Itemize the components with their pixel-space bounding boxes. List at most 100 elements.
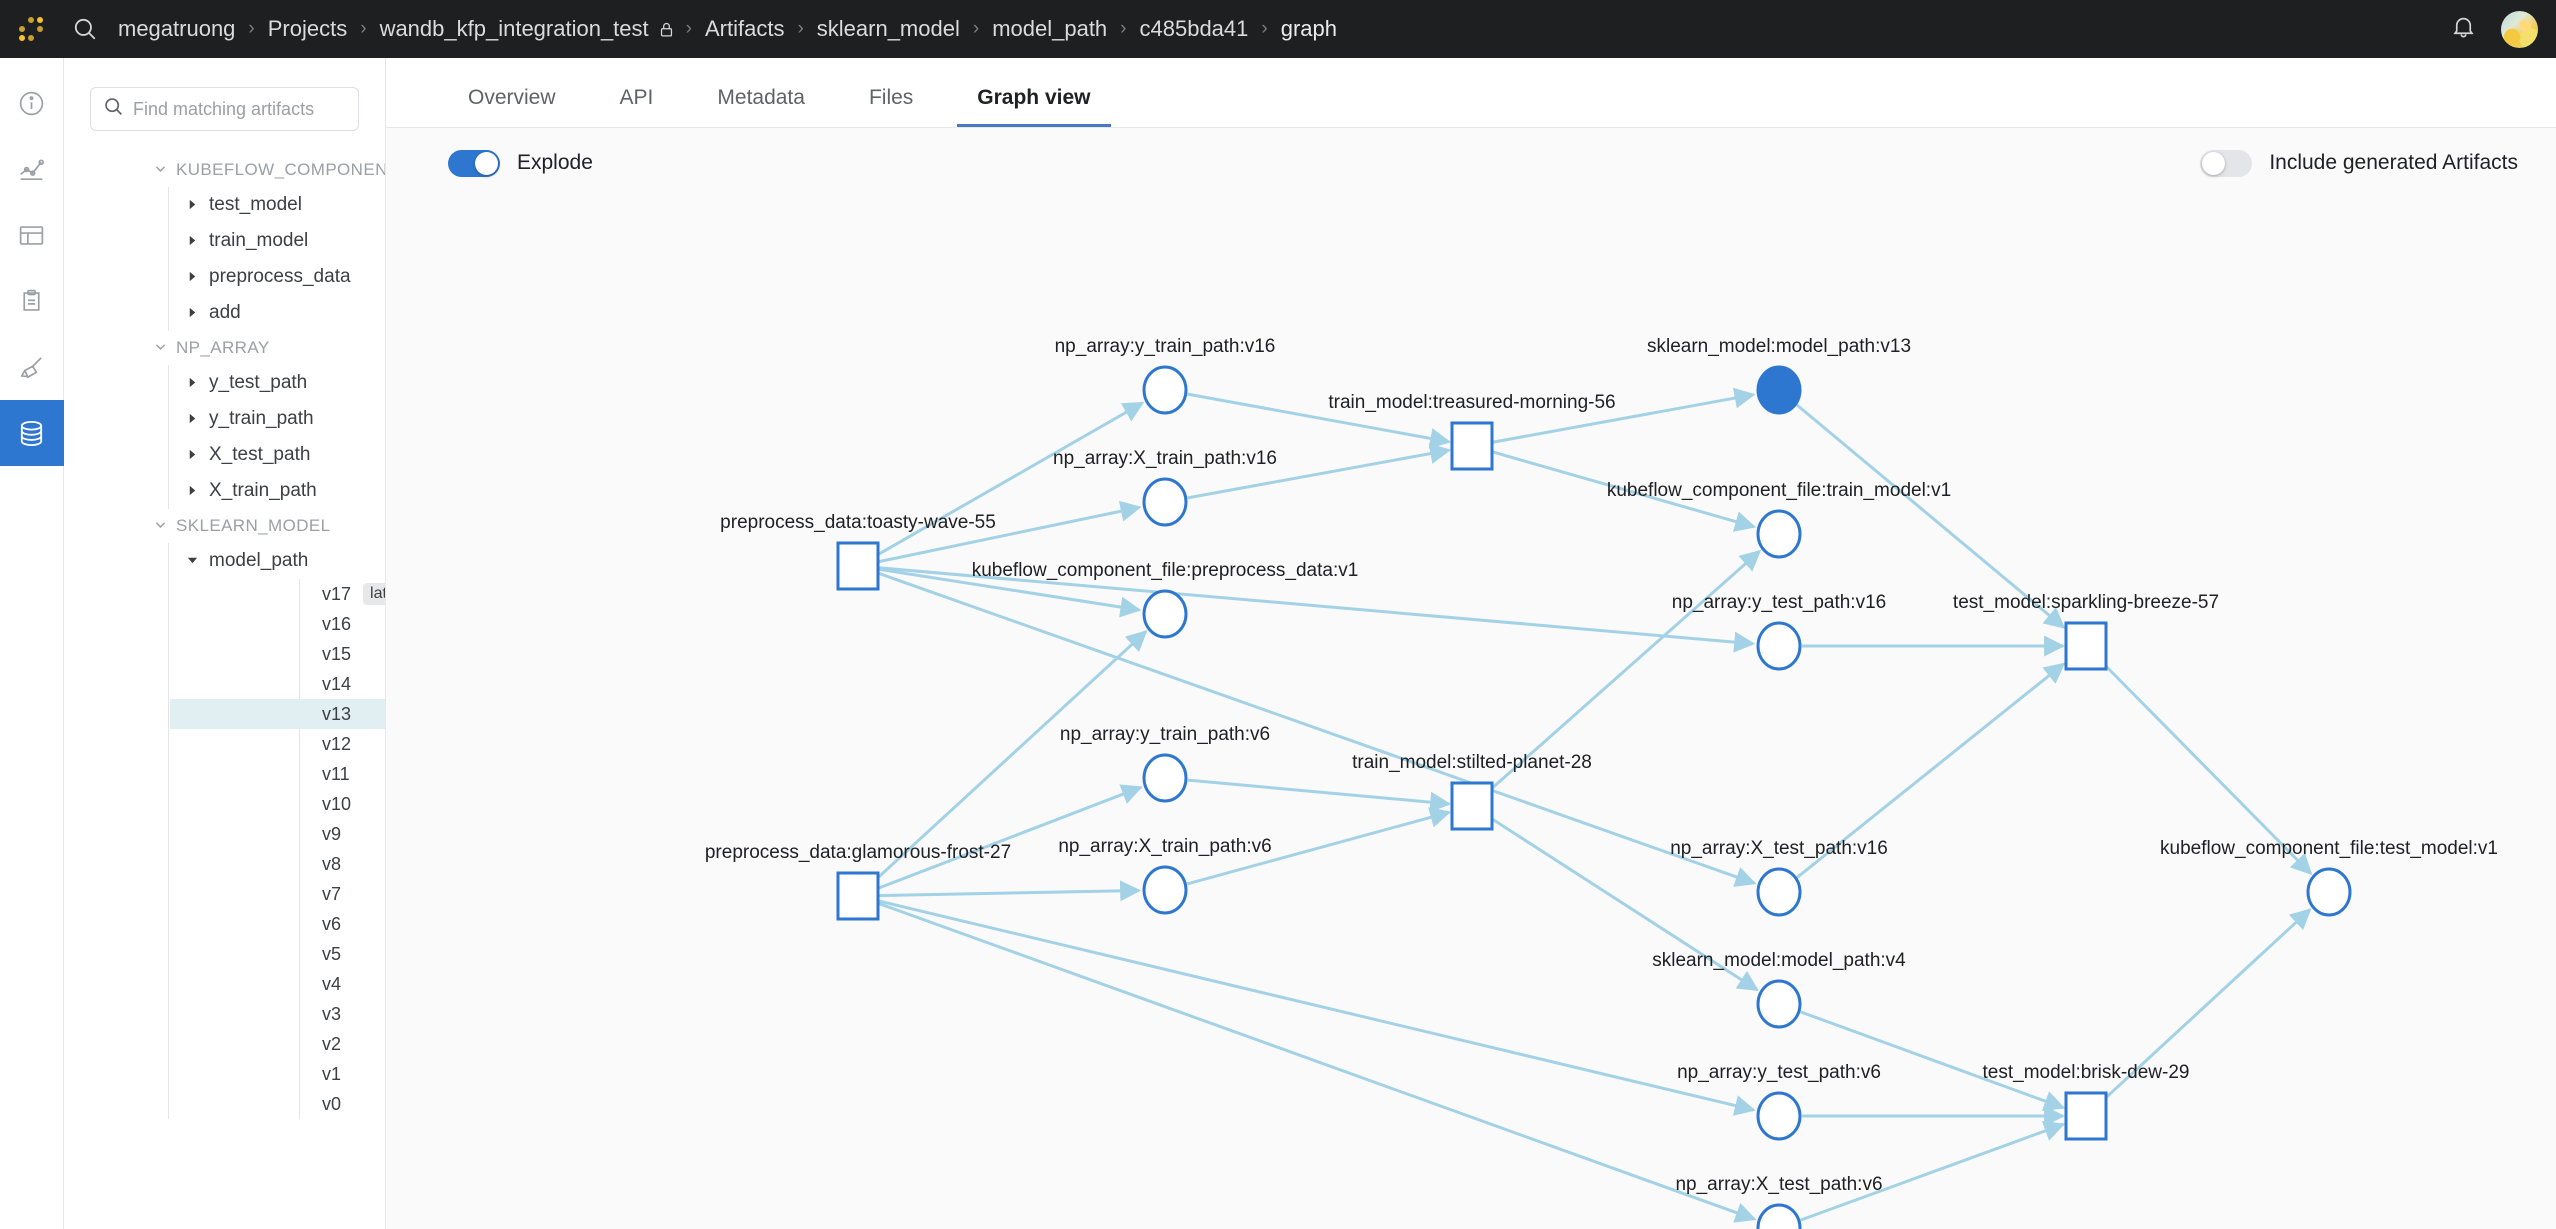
graph-node-xtr6[interactable] — [1142, 865, 1188, 915]
graph-node-label-sm4: sklearn_model:model_path:v4 — [1652, 950, 1906, 971]
graph-node-sm13[interactable] — [1756, 365, 1802, 415]
breadcrumb-item-artifacts[interactable]: Artifacts — [704, 16, 785, 41]
graph-node-kcfpp[interactable] — [1142, 589, 1188, 639]
search-icon[interactable] — [70, 14, 100, 44]
chevron-down-icon — [154, 516, 167, 536]
caret-right-icon[interactable] — [187, 230, 197, 252]
reports-clipboard-icon[interactable] — [0, 268, 64, 334]
caret-right-icon[interactable] — [187, 194, 197, 216]
graph-node-ytr16[interactable] — [1142, 365, 1188, 415]
sweeps-broom-icon[interactable] — [0, 334, 64, 400]
graph-node-sm4[interactable] — [1756, 979, 1802, 1029]
caret-right-icon[interactable] — [187, 302, 197, 324]
graph-node-label-pp27: preprocess_data:glamorous-frost-27 — [704, 842, 1012, 863]
lock-icon — [658, 21, 675, 38]
caret-right-icon[interactable] — [187, 372, 197, 394]
version-item-v14[interactable]: v14 — [300, 669, 385, 699]
breadcrumb-item-c485bda41[interactable]: c485bda41 — [1139, 16, 1249, 41]
tree-item-preprocess_data[interactable]: preprocess_data — [169, 259, 385, 295]
tree-item-y_train_path[interactable]: y_train_path — [169, 401, 385, 437]
graph-node-pp55[interactable] — [836, 541, 880, 591]
graph-node-tm28[interactable] — [1450, 781, 1494, 831]
version-item-v5[interactable]: v5 — [300, 939, 385, 969]
version-item-v4[interactable]: v4 — [300, 969, 385, 999]
breadcrumb-item-wandb-kfp-integration-test[interactable]: wandb_kfp_integration_test — [379, 16, 649, 41]
tree-item-test_model[interactable]: test_model — [169, 187, 385, 223]
include-generated-label: Include generated Artifacts — [2269, 151, 2518, 174]
version-label: v17 — [322, 583, 352, 604]
search-input[interactable] — [133, 98, 346, 120]
breadcrumb-item-sklearn-model[interactable]: sklearn_model — [816, 16, 960, 41]
tables-icon[interactable] — [0, 202, 64, 268]
version-label: v7 — [322, 883, 342, 904]
breadcrumb-item-projects[interactable]: Projects — [267, 16, 348, 41]
tree-item-add[interactable]: add — [169, 295, 385, 331]
avatar[interactable] — [2501, 10, 2538, 48]
explode-toggle-group[interactable]: Explode — [448, 149, 593, 177]
version-item-v8[interactable]: v8 — [300, 849, 385, 879]
graph-edge — [1186, 807, 1452, 886]
tree-item-train_model[interactable]: train_model — [169, 223, 385, 259]
version-item-v0[interactable]: v0 — [300, 1089, 385, 1119]
tree-group-kubeflow-component-[interactable]: KUBEFLOW_COMPONENT... — [64, 153, 385, 187]
caret-down-icon[interactable] — [187, 550, 198, 572]
tab-api[interactable]: API — [619, 86, 654, 109]
search-icon — [103, 96, 124, 122]
breadcrumb-separator: › — [248, 18, 255, 39]
version-item-v9[interactable]: v9 — [300, 819, 385, 849]
caret-right-icon[interactable] — [187, 444, 197, 466]
version-item-v2[interactable]: v2 — [300, 1029, 385, 1059]
tab-metadata[interactable]: Metadata — [717, 86, 805, 109]
notifications-bell-icon[interactable] — [2450, 13, 2477, 45]
graph-node-kcfte[interactable] — [2306, 867, 2352, 917]
graph-node-yte6[interactable] — [1756, 1091, 1802, 1141]
tab-files[interactable]: Files — [868, 86, 914, 109]
version-item-v17[interactable]: v17latest — [300, 579, 385, 609]
include-generated-toggle-group[interactable]: Include generated Artifacts — [2200, 149, 2518, 177]
caret-right-icon[interactable] — [187, 266, 197, 288]
overview-info-icon[interactable] — [0, 70, 64, 136]
version-item-v1[interactable]: v1 — [300, 1059, 385, 1089]
tree-item-model_path[interactable]: model_path — [169, 543, 385, 579]
tab-overview[interactable]: Overview — [468, 86, 556, 109]
breadcrumb-item-megatruong[interactable]: megatruong — [118, 16, 236, 41]
breadcrumb-separator: › — [685, 18, 692, 39]
explode-toggle[interactable] — [448, 149, 500, 177]
artifacts-database-icon[interactable] — [0, 400, 64, 466]
graph-node-te57[interactable] — [2064, 621, 2108, 671]
charts-line-icon[interactable] — [0, 136, 64, 202]
tree-item-y_test_path[interactable]: y_test_path — [169, 365, 385, 401]
graph-node-kcftm[interactable] — [1756, 509, 1802, 559]
version-item-v12[interactable]: v12 — [300, 729, 385, 759]
version-item-v10[interactable]: v10 — [300, 789, 385, 819]
version-item-v11[interactable]: v11 — [300, 759, 385, 789]
tree-item-X_test_path[interactable]: X_test_path — [169, 437, 385, 473]
graph-node-xte16[interactable] — [1756, 867, 1802, 917]
graph-node-xtr16[interactable] — [1142, 477, 1188, 527]
caret-right-icon[interactable] — [187, 408, 197, 430]
graph-node-yte16[interactable] — [1756, 621, 1802, 671]
graph-node-tm56[interactable] — [1450, 421, 1494, 471]
artifact-search-box[interactable] — [90, 87, 359, 131]
version-item-v15[interactable]: v15 — [300, 639, 385, 669]
graph-node-xte6[interactable] — [1756, 1203, 1802, 1229]
tree-group-sklearn-model[interactable]: SKLEARN_MODEL — [64, 509, 385, 543]
graph-node-ytr6[interactable] — [1142, 753, 1188, 803]
graph-node-pp27[interactable] — [836, 871, 880, 921]
tree-item-X_train_path[interactable]: X_train_path — [169, 473, 385, 509]
caret-right-icon[interactable] — [187, 480, 197, 502]
version-item-v13[interactable]: v13 — [170, 699, 385, 729]
include-generated-toggle[interactable] — [2200, 149, 2253, 177]
version-item-v3[interactable]: v3 — [300, 999, 385, 1029]
version-item-v7[interactable]: v7 — [300, 879, 385, 909]
breadcrumb-item-graph[interactable]: graph — [1280, 16, 1337, 41]
breadcrumb-item-model-path[interactable]: model_path — [992, 16, 1108, 41]
version-item-v6[interactable]: v6 — [300, 909, 385, 939]
graph-node-te29[interactable] — [2064, 1091, 2108, 1141]
breadcrumb-separator: › — [1120, 18, 1127, 39]
app-grid-icon[interactable] — [14, 12, 48, 46]
version-item-v16[interactable]: v16 — [300, 609, 385, 639]
tree-group-np-array[interactable]: NP_ARRAY — [64, 331, 385, 365]
tab-graph-view[interactable]: Graph view — [957, 86, 1111, 127]
